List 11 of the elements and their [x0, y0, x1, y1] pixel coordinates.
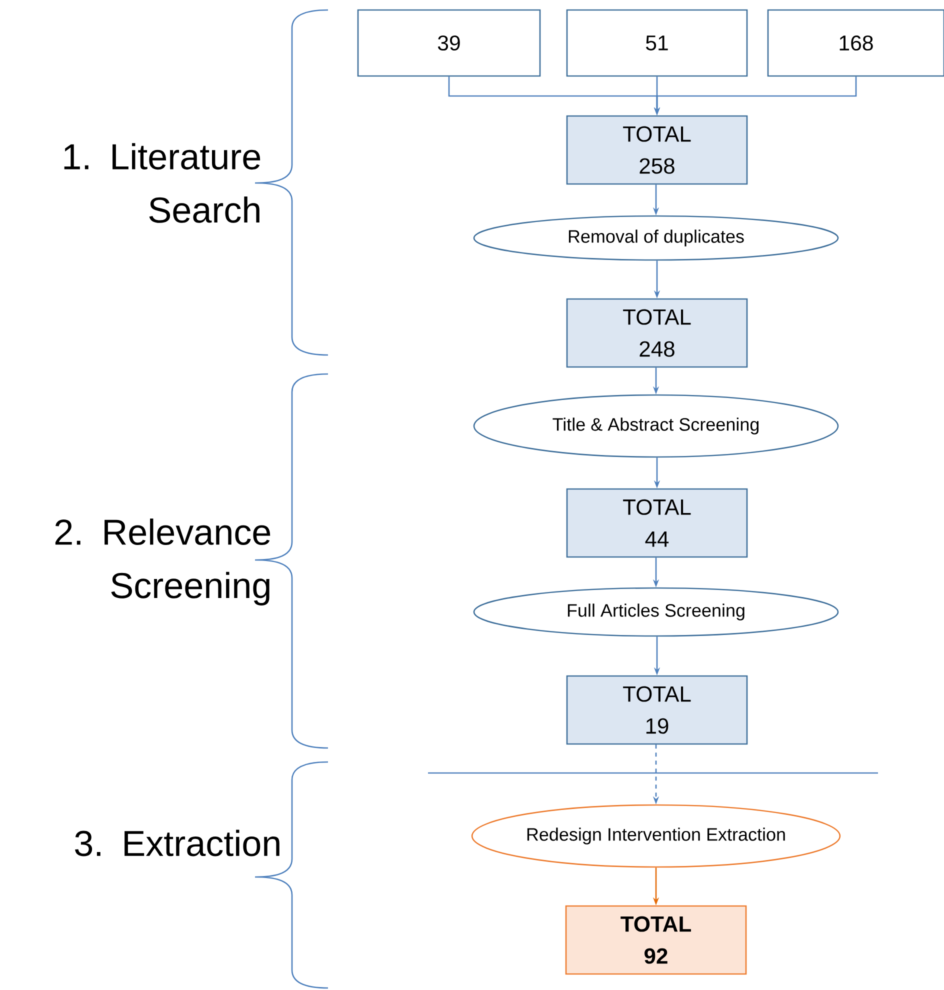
source-box: 39 — [357, 9, 541, 77]
total-box: TOTAL 44 — [566, 488, 748, 558]
source-box: 168 — [767, 9, 944, 77]
total-box: TOTAL 258 — [566, 115, 748, 185]
total-box: TOTAL 19 — [566, 675, 748, 745]
stage-label: 2. Relevance Screening — [55, 518, 270, 606]
total-box: TOTAL 92 — [565, 905, 747, 975]
stage-label: 3. Extraction — [75, 830, 280, 856]
stage-label: 1. Literature Search — [64, 143, 260, 223]
source-box: 51 — [566, 9, 748, 77]
total-box: TOTAL 248 — [566, 298, 748, 368]
